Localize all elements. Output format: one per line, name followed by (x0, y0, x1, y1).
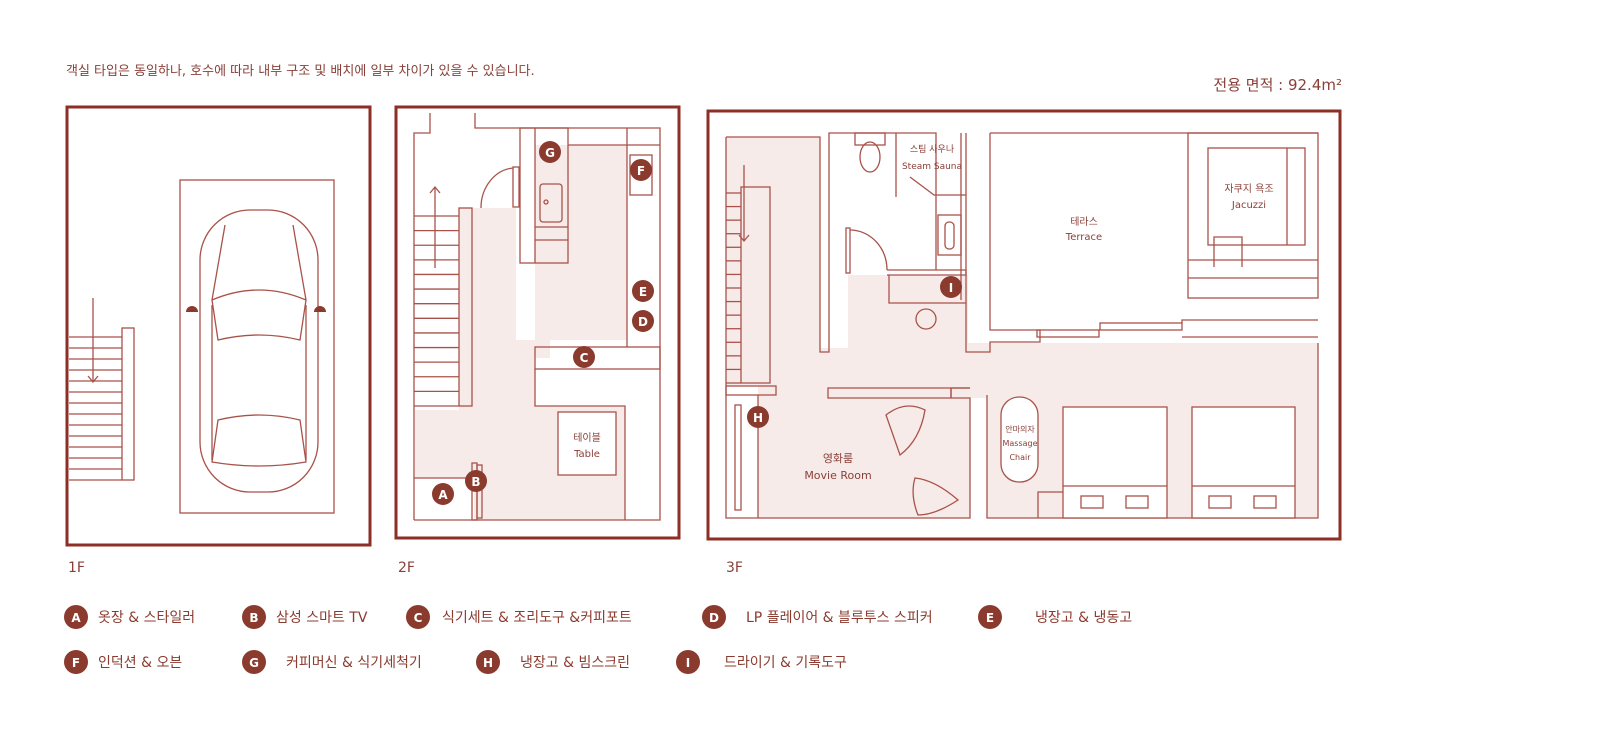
legend-item-e: E 냉장고 & 냉동고 (978, 605, 1132, 629)
marker-c: C (573, 346, 595, 368)
floor-3f: 스팀 사우나 Steam Sauna 테라스 Terrace 자쿠지 욕조 Ja… (706, 109, 1342, 576)
legend-label: 냉장고 & 냉동고 (1035, 610, 1132, 626)
svg-text:B: B (471, 475, 480, 489)
room-jacuzzi-ko: 자쿠지 욕조 (1224, 183, 1273, 195)
legend-label: 삼성 스마트 TV (276, 610, 368, 626)
legend-key: I (686, 656, 690, 670)
floor-label-3f: 3F (726, 560, 743, 576)
legend-key: B (249, 611, 258, 625)
legend-badge (406, 605, 430, 629)
legend-badge (476, 650, 500, 674)
stairs-3f (726, 192, 741, 384)
legend-key: A (71, 611, 81, 625)
legend-key: H (483, 656, 493, 670)
legend-item-d: D LP 플레이어 & 블루투스 스피커 (702, 605, 933, 629)
room-table-ko: 테이블 (573, 432, 601, 444)
legend-badge (64, 605, 88, 629)
legend-item-a: A 옷장 & 스타일러 (64, 605, 195, 629)
room-terrace-ko: 테라스 (1070, 216, 1098, 228)
legend-label: 옷장 & 스타일러 (98, 610, 195, 626)
legend-badge (242, 650, 266, 674)
legend-label: 식기세트 & 조리도구 &커피포트 (442, 610, 632, 626)
legend: A 옷장 & 스타일러 B 삼성 스마트 TV C 식기세트 & 조리도구 &커피포트 D L… (64, 605, 1132, 674)
legend-item-c: C 식기세트 & 조리도구 &커피포트 (406, 605, 632, 629)
bed-1 (1062, 406, 1168, 519)
legend-item-g: G 커피머신 & 식기세척기 (242, 650, 422, 674)
bed-2 (1191, 406, 1296, 519)
marker-h: H (747, 406, 769, 428)
stairs-2f (414, 215, 459, 407)
legend-key: D (709, 611, 719, 625)
marker-a: A (432, 483, 454, 505)
room-massage-en2: Chair (1009, 453, 1031, 462)
marker-e: E (632, 280, 654, 302)
svg-text:F: F (637, 164, 645, 178)
marker-f: F (630, 159, 652, 181)
floor-1f: 1F (65, 105, 372, 576)
room-terrace-en: Terrace (1065, 232, 1102, 243)
svg-text:C: C (580, 351, 589, 365)
legend-item-i: I 드라이기 & 기록도구 (676, 650, 847, 674)
room-sauna-en: Steam Sauna (902, 162, 962, 172)
svg-text:D: D (638, 315, 648, 329)
legend-key: F (72, 656, 80, 670)
notice-text: 객실 타입은 동일하나, 호수에 따라 내부 구조 및 배치에 일부 차이가 있… (66, 64, 535, 79)
legend-badge (64, 650, 88, 674)
stairs-1f (69, 298, 135, 481)
floor-label-2f: 2F (398, 560, 415, 576)
legend-badge (978, 605, 1002, 629)
legend-key: G (249, 656, 259, 670)
legend-label: 인덕션 & 오븐 (98, 655, 182, 671)
floor-label-1f: 1F (68, 560, 85, 576)
room-massage-ko: 안마의자 (1005, 424, 1035, 434)
area-text: 전용 면적 : 92.4m² (1213, 76, 1342, 94)
room-movie-ko: 영화룸 (823, 452, 853, 465)
legend-label: 커피머신 & 식기세척기 (286, 655, 422, 671)
marker-d: D (632, 310, 654, 332)
room-jacuzzi-en: Jacuzzi (1231, 200, 1266, 211)
legend-key: E (986, 611, 994, 625)
legend-badge (676, 650, 700, 674)
plan-markers: A B C D E F G H I (432, 141, 962, 505)
room-massage-en1: Massage (1002, 439, 1037, 448)
marker-g: G (539, 141, 561, 163)
svg-text:E: E (639, 285, 647, 299)
svg-text:I: I (949, 281, 953, 295)
room-movie-en: Movie Room (804, 469, 871, 482)
legend-label: 드라이기 & 기록도구 (724, 655, 847, 671)
legend-label: LP 플레이어 & 블루투스 스피커 (746, 610, 933, 626)
room-table-en: Table (573, 449, 600, 460)
svg-text:G: G (545, 146, 555, 160)
legend-key: C (414, 611, 423, 625)
room-sauna-ko: 스팀 사우나 (910, 143, 954, 155)
floor-2f: 테이블 Table 2F (394, 105, 681, 576)
legend-item-f: F 인덕션 & 오븐 (64, 650, 182, 674)
svg-text:H: H (753, 411, 763, 425)
legend-badge (702, 605, 726, 629)
marker-i: I (940, 276, 962, 298)
marker-b: B (465, 470, 487, 492)
legend-item-h: H 냉장고 & 빔스크린 (476, 650, 630, 674)
legend-label: 냉장고 & 빔스크린 (520, 655, 630, 671)
car-icon (186, 209, 326, 493)
legend-item-b: B 삼성 스마트 TV (242, 605, 368, 629)
legend-badge (242, 605, 266, 629)
svg-text:A: A (438, 488, 448, 502)
